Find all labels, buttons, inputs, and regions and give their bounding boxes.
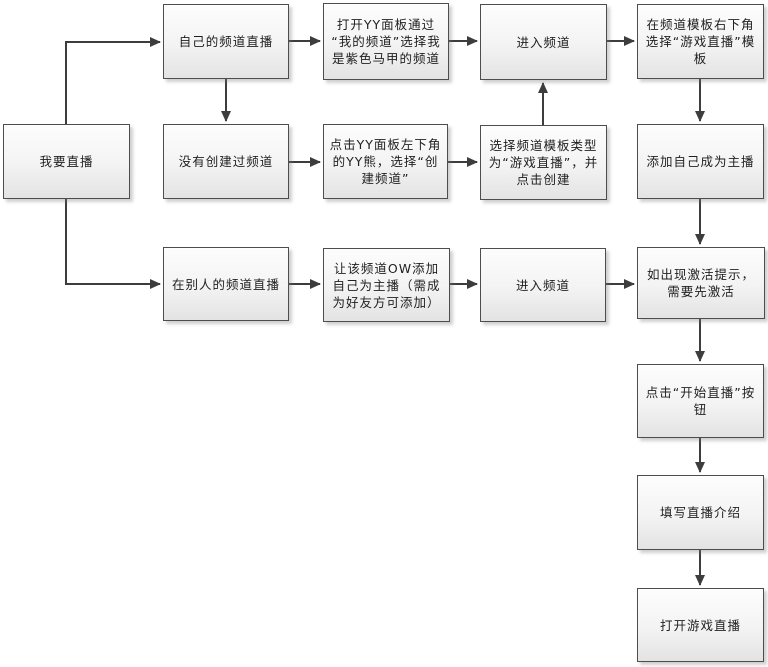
node-label-enter-channel-1: 进入频道 (516, 34, 571, 50)
node-label-add-self-host: 添加自己成为主播 (646, 154, 755, 169)
node-label-click-yy-bear: 点击YY面板左下角的YY熊，选择“创建频道” (329, 137, 442, 186)
flowchart-node-own-channel: 自己的频道直播 (163, 4, 289, 79)
edge-start-to-own-channel (65, 37, 161, 124)
node-label-enter-channel-2: 进入频道 (515, 277, 570, 293)
flowchart-node-start: 我要直播 (3, 124, 130, 199)
flowchart-node-add-self-host: 添加自己成为主播 (637, 124, 764, 199)
node-label-fill-intro: 填写直播介绍 (659, 505, 741, 520)
flowchart-node-activate: 如出现激活提示，需要先激活 (637, 247, 765, 319)
flowchart-node-enter-channel-2: 进入频道 (480, 248, 606, 322)
flowchart-node-others-channel: 在别人的频道直播 (163, 247, 289, 321)
flowchart-node-click-yy-bear: 点击YY面板左下角的YY熊，选择“创建频道” (323, 124, 448, 199)
flowchart-node-open-game-live: 打开游戏直播 (637, 588, 764, 662)
node-label-select-template-type: 选择频道模板类型为“游戏直播”，并点击创建 (488, 138, 599, 187)
edge-start-to-others-channel (65, 199, 161, 289)
flowchart-node-fill-intro: 填写直播介绍 (637, 475, 764, 550)
node-label-ow-add: 让该频道OW添加自己为主播（需成为好友方可添加） (332, 260, 441, 310)
node-label-start: 我要直播 (39, 154, 94, 169)
node-label-others-channel: 在别人的频道直播 (171, 276, 280, 292)
node-label-activate: 如出现激活提示，需要先激活 (646, 267, 755, 299)
flowchart-node-start-live: 点击“开始直播”按钮 (637, 364, 764, 438)
flowchart-node-select-template-type: 选择频道模板类型为“游戏直播”，并点击创建 (480, 125, 607, 200)
flowchart-node-enter-channel-1: 进入频道 (480, 4, 607, 80)
node-label-no-channel: 没有创建过频道 (178, 154, 274, 169)
flowchart-node-select-game-template: 在频道模板右下角选择“游戏直播”模板 (637, 4, 764, 79)
node-label-open-game-live: 打开游戏直播 (659, 617, 741, 633)
node-label-select-game-template: 在频道模板右下角选择“游戏直播”模板 (645, 17, 756, 66)
node-label-own-channel: 自己的频道直播 (178, 34, 274, 49)
flowchart-node-ow-add: 让该频道OW添加自己为主播（需成为好友方可添加） (323, 248, 450, 322)
flowchart-node-no-channel: 没有创建过频道 (163, 124, 289, 199)
node-label-start-live: 点击“开始直播”按钮 (645, 385, 756, 417)
flowchart-node-open-yy-panel: 打开YY面板通过“我的频道”选择我是紫色马甲的频道 (323, 3, 449, 80)
node-label-open-yy-panel: 打开YY面板通过“我的频道”选择我是紫色马甲的频道 (331, 17, 441, 66)
